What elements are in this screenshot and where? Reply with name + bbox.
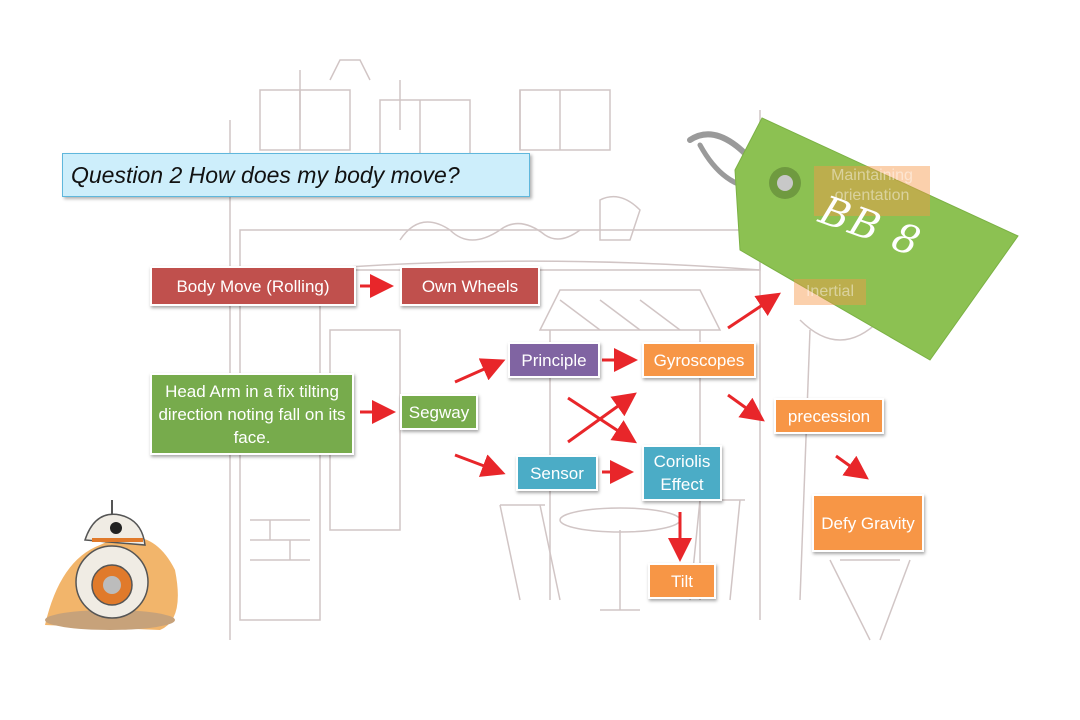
node-sensor: Sensor — [516, 455, 598, 491]
node-segway: Segway — [400, 394, 478, 430]
node-principle: Principle — [508, 342, 600, 378]
connector-arrows — [360, 274, 869, 562]
node-precession: precession — [774, 398, 884, 434]
ghost-maintaining-orientation: Maintaining orientation — [814, 166, 930, 216]
node-defy-gravity: Defy Gravity — [812, 494, 924, 552]
question-title: Question 2 How does my body move? — [62, 153, 530, 197]
node-coriolis-effect: Coriolis Effect — [642, 445, 722, 501]
node-own-wheels: Own Wheels — [400, 266, 540, 306]
node-gyroscopes: Gyroscopes — [642, 342, 756, 378]
bb8-tag — [687, 117, 1019, 361]
bb8-robot-illustration — [45, 500, 178, 630]
node-head-arm: Head Arm in a fix tilting direction noti… — [150, 373, 354, 455]
node-body-move: Body Move (Rolling) — [150, 266, 356, 306]
node-tilt: Tilt — [648, 563, 716, 599]
ghost-inertial: Inertial — [794, 279, 866, 305]
